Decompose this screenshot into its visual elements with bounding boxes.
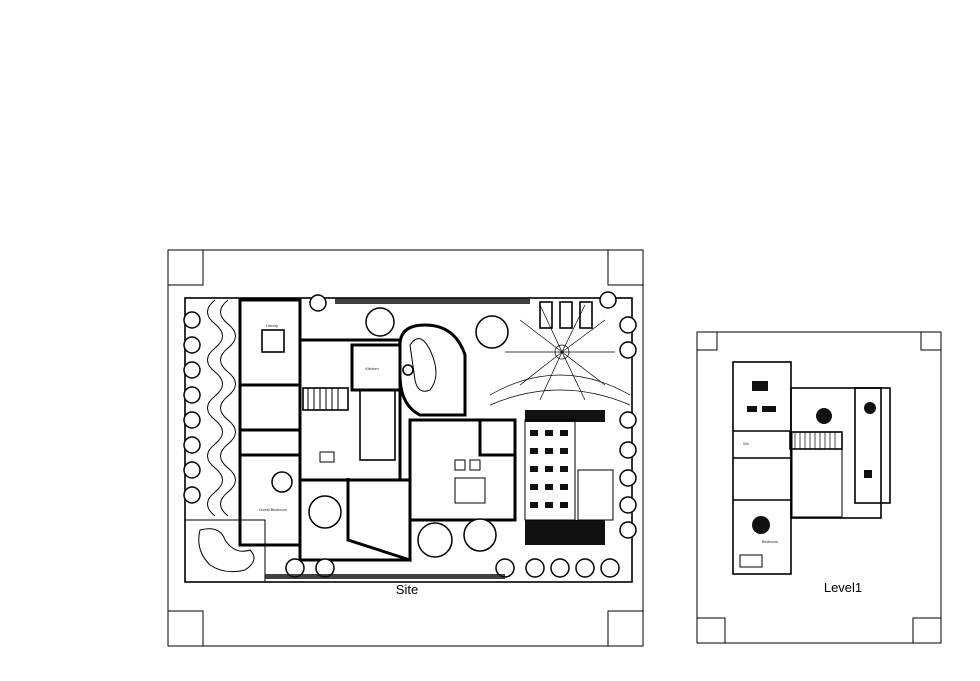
- trees: [183, 291, 637, 578]
- pool-deck: [184, 519, 266, 583]
- corner-mark: [607, 249, 644, 286]
- garden-path: [207, 299, 223, 517]
- north-wall: [335, 298, 530, 304]
- corner-mark: [696, 331, 718, 351]
- level1-stair: [789, 431, 843, 450]
- garden-path: [220, 299, 236, 517]
- corner-mark: [167, 610, 204, 647]
- corner-mark: [696, 617, 726, 644]
- room-label-guest-bedroom: Guest Bedroom: [259, 507, 288, 512]
- room-label-kitchen: Kitchen: [365, 366, 378, 371]
- corner-mark: [920, 331, 942, 351]
- pool-pavilion: [398, 323, 467, 417]
- pool-2: [409, 338, 437, 392]
- studio: [346, 478, 412, 563]
- central-block: [790, 387, 882, 519]
- pool: [198, 528, 255, 573]
- room-label-wc: Wc: [743, 441, 749, 446]
- sheet-title-level1: Level1: [824, 580, 862, 595]
- library-rug: [261, 329, 285, 353]
- level1-sheet: Wc Bedroom Level1: [696, 331, 942, 644]
- radial-garden: [489, 304, 631, 406]
- grid-plaza: [524, 410, 614, 545]
- level1-sheet-border: [696, 331, 942, 644]
- corner-mark: [607, 610, 644, 647]
- site-plan: Library Kitchen Guest Bedroom: [183, 291, 637, 583]
- corridor: [359, 389, 396, 461]
- entry: [478, 418, 517, 457]
- site-sheet: Library Kitchen Guest Bedroom Site: [167, 249, 644, 647]
- room-label-bedroom: Bedroom: [762, 539, 779, 544]
- level1-plan: Wc Bedroom: [732, 361, 891, 575]
- parking: [539, 301, 593, 329]
- lounge: [408, 418, 517, 522]
- room-label-library: Library: [266, 323, 278, 328]
- south-wall: [265, 574, 505, 579]
- sheet-title-site: Site: [396, 582, 418, 597]
- corner-mark: [167, 249, 204, 286]
- east-rooms: [854, 387, 891, 504]
- corner-mark: [912, 617, 942, 644]
- site-sheet-border: [167, 249, 644, 647]
